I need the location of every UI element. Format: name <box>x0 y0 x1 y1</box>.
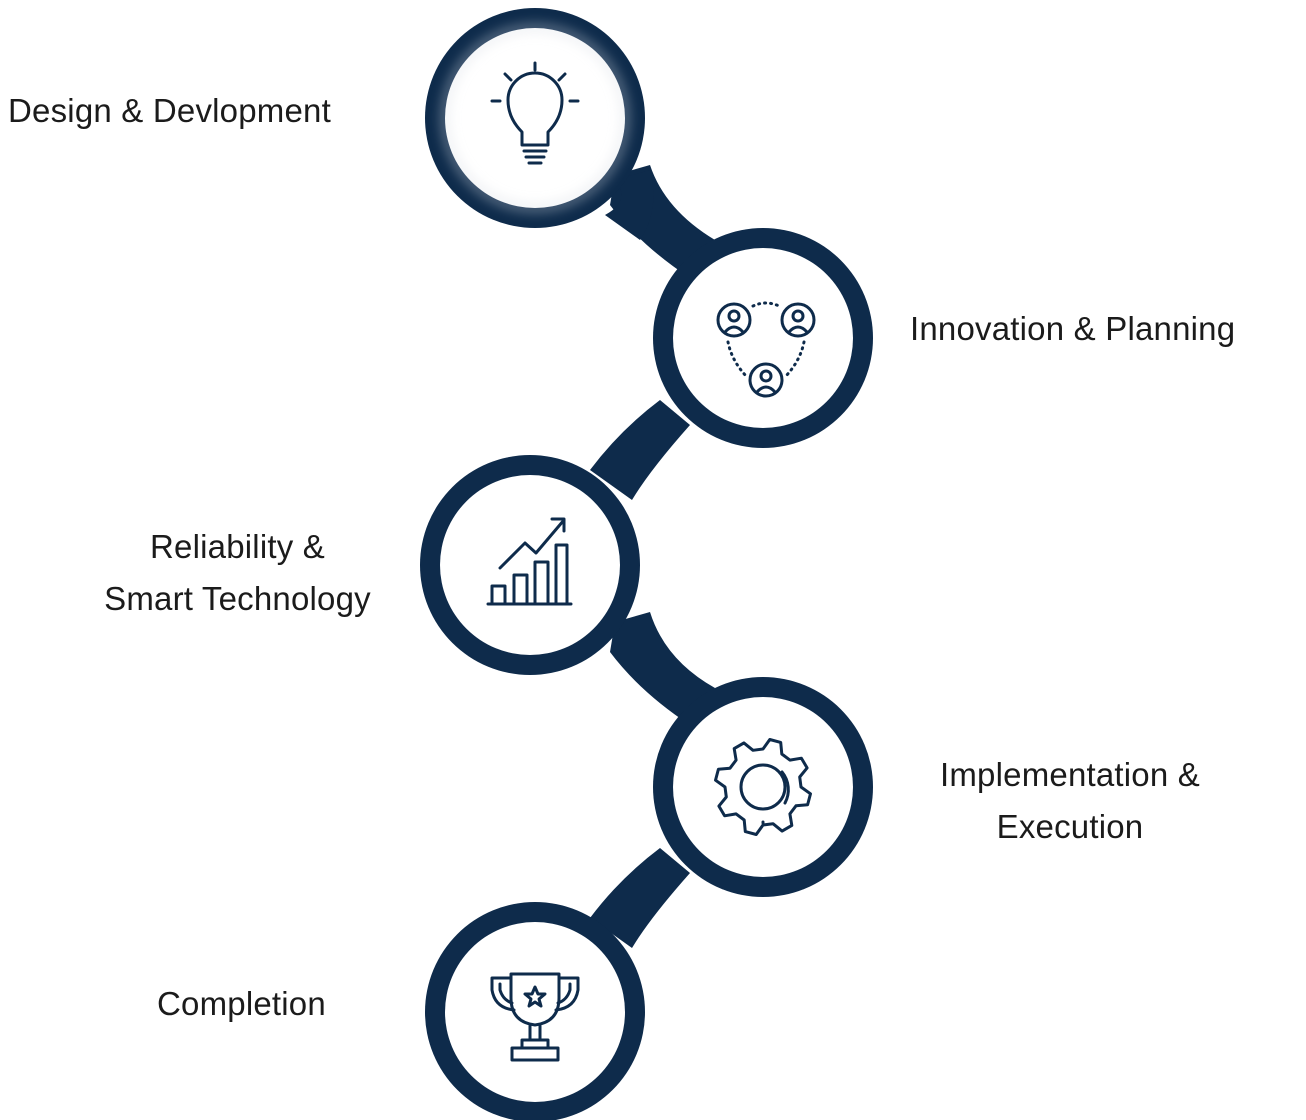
team-network-icon <box>716 301 816 398</box>
step-label-4: Implementation & Execution <box>905 749 1235 853</box>
step-label-2: Innovation & Planning <box>910 303 1235 355</box>
step-label-4-line-1: Implementation & <box>940 756 1200 793</box>
step-node-3 <box>420 455 640 675</box>
step-label-3-line-2: Smart Technology <box>104 580 371 617</box>
connector-link-3-4 <box>610 612 715 725</box>
step-label-3-line-1: Reliability & <box>150 528 325 565</box>
step-node-4 <box>653 677 873 897</box>
connector-link-4-5 <box>590 848 690 948</box>
connector-link-2-3 <box>590 400 690 500</box>
gear-icon <box>714 738 812 836</box>
connector-link-start <box>605 170 654 240</box>
step-node-1 <box>425 8 645 228</box>
connector-links <box>590 165 715 948</box>
step-node-2 <box>653 228 873 448</box>
step-node-5 <box>425 902 645 1120</box>
step-label-1: Design & Devlopment <box>8 85 331 137</box>
step-label-3: Reliability & Smart Technology <box>70 521 405 625</box>
step-label-4-line-2: Execution <box>996 808 1144 845</box>
lightbulb-icon <box>490 61 580 165</box>
growth-chart-icon <box>486 517 573 606</box>
step-label-2-line-1: Innovation & Planning <box>910 310 1236 347</box>
trophy-icon <box>490 972 580 1062</box>
step-label-5: Completion <box>157 978 326 1030</box>
step-label-5-line-1: Completion <box>157 985 326 1022</box>
step-label-1-line-1: Design & Devlopment <box>8 92 331 129</box>
